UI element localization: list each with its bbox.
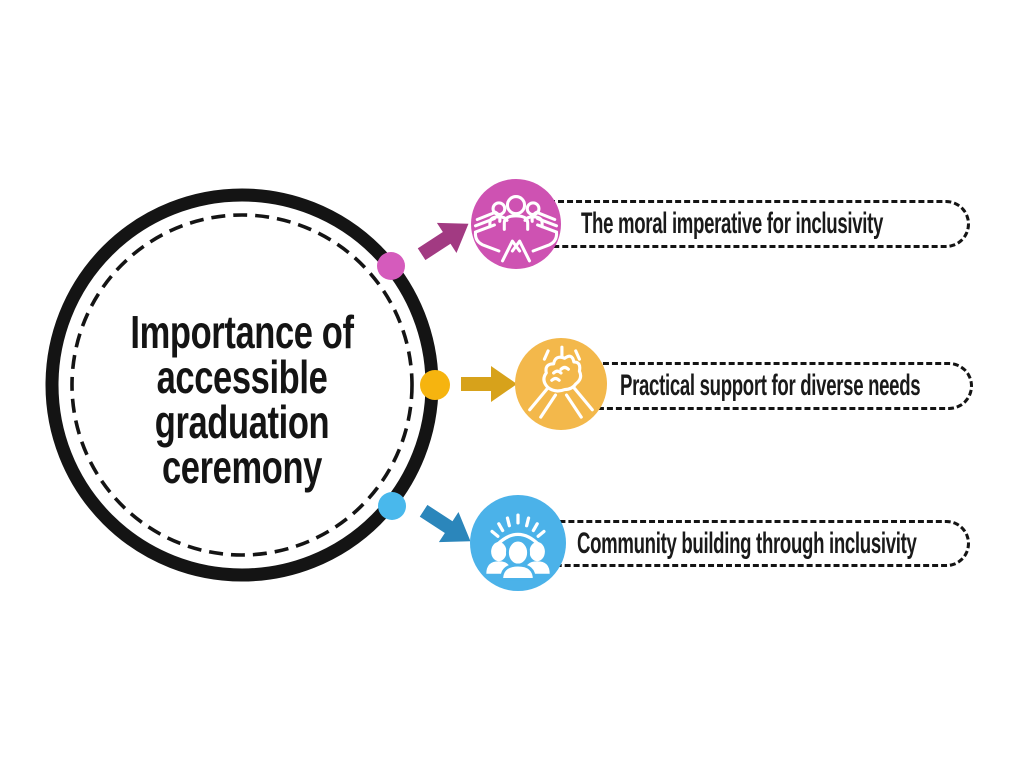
dot-shape: [378, 492, 406, 520]
label-pill-1: The moral imperative for inclusivity: [516, 200, 970, 248]
central-title-line: Importance of: [130, 306, 354, 358]
label-pill-3: Community building through inclusivity: [518, 520, 970, 567]
icon-circle-pink: [471, 179, 561, 269]
central-title-line: accessible: [156, 351, 328, 403]
arrow-icon-2: [461, 366, 517, 402]
branch-label: Practical support for diverse needs: [620, 369, 921, 402]
dot-shape: [377, 252, 405, 280]
central-title-line: graduation: [154, 396, 330, 448]
icon-circle-yellow: [515, 338, 607, 430]
connector-dot-2: [420, 370, 450, 400]
hands-holding-people-icon: [471, 179, 561, 269]
arrow-shape: [419, 504, 471, 543]
central-title: Importance of accessible graduation cere…: [92, 306, 392, 493]
group-people-glyph: [486, 538, 550, 581]
clasped-hands-glyph: [528, 345, 594, 419]
dot-shape: [420, 370, 450, 400]
sunrise-rays-glyph: [490, 513, 546, 547]
label-pill-2: Practical support for diverse needs: [561, 362, 973, 410]
branch-label: Community building through inclusivity: [577, 526, 917, 560]
arrow-shape: [461, 366, 517, 402]
central-title-line: ceremony: [161, 441, 323, 493]
arrow-icon-1: [417, 222, 469, 261]
arrow-icon-3: [419, 504, 471, 543]
hands-holding-people-glyph: [473, 195, 559, 263]
clasped-hands-icon: [515, 338, 607, 430]
community-sunrise-icon: [470, 495, 566, 591]
connector-dot-1: [377, 252, 405, 280]
branch-label: The moral imperative for inclusivity: [581, 207, 884, 240]
arrow-shape: [417, 222, 469, 261]
central-circle-dashed-ring: [70, 213, 414, 557]
connector-dot-3: [378, 492, 406, 520]
